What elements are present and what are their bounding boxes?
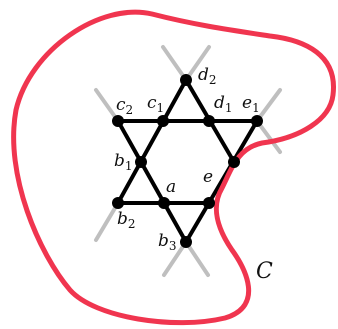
edge	[116, 78, 188, 205]
stub	[162, 240, 188, 277]
label-d1: d1	[214, 93, 233, 115]
curve-label-c: C	[256, 259, 273, 284]
vertex-labels: d2 c2 c1 d1 e1 b1 e a b2 b3	[114, 65, 260, 253]
label-b3: b3	[158, 231, 177, 253]
label-c1: c1	[147, 93, 164, 115]
label-e1: e1	[242, 93, 260, 115]
vertex-a	[158, 197, 170, 209]
edge	[116, 119, 188, 244]
vertex-e	[228, 156, 240, 168]
stub	[255, 88, 282, 123]
stub	[255, 119, 282, 154]
stub	[184, 240, 210, 277]
label-c2: c2	[116, 95, 133, 117]
stub	[161, 45, 188, 82]
edge	[184, 119, 259, 244]
vertex-b2	[112, 197, 124, 209]
label-e: e	[203, 167, 213, 187]
vertex-c2	[112, 115, 124, 127]
vertex-d2	[180, 74, 192, 86]
vertex-b3	[180, 236, 192, 248]
vertex-e-lower	[203, 197, 215, 209]
stub	[94, 201, 120, 242]
label-b2: b2	[117, 209, 136, 231]
stub	[184, 45, 211, 82]
label-b1: b1	[114, 151, 133, 173]
stub	[94, 88, 120, 123]
label-d2: d2	[198, 65, 217, 87]
lattice-fade-stubs	[72, 45, 302, 277]
vertex-c1	[157, 115, 169, 127]
vertex-d1	[203, 115, 215, 127]
lattice-vertices	[112, 74, 263, 248]
label-a: a	[166, 177, 176, 197]
closed-curve-c	[11, 9, 336, 326]
vertex-b1	[135, 156, 147, 168]
vertex-e1	[251, 115, 263, 127]
